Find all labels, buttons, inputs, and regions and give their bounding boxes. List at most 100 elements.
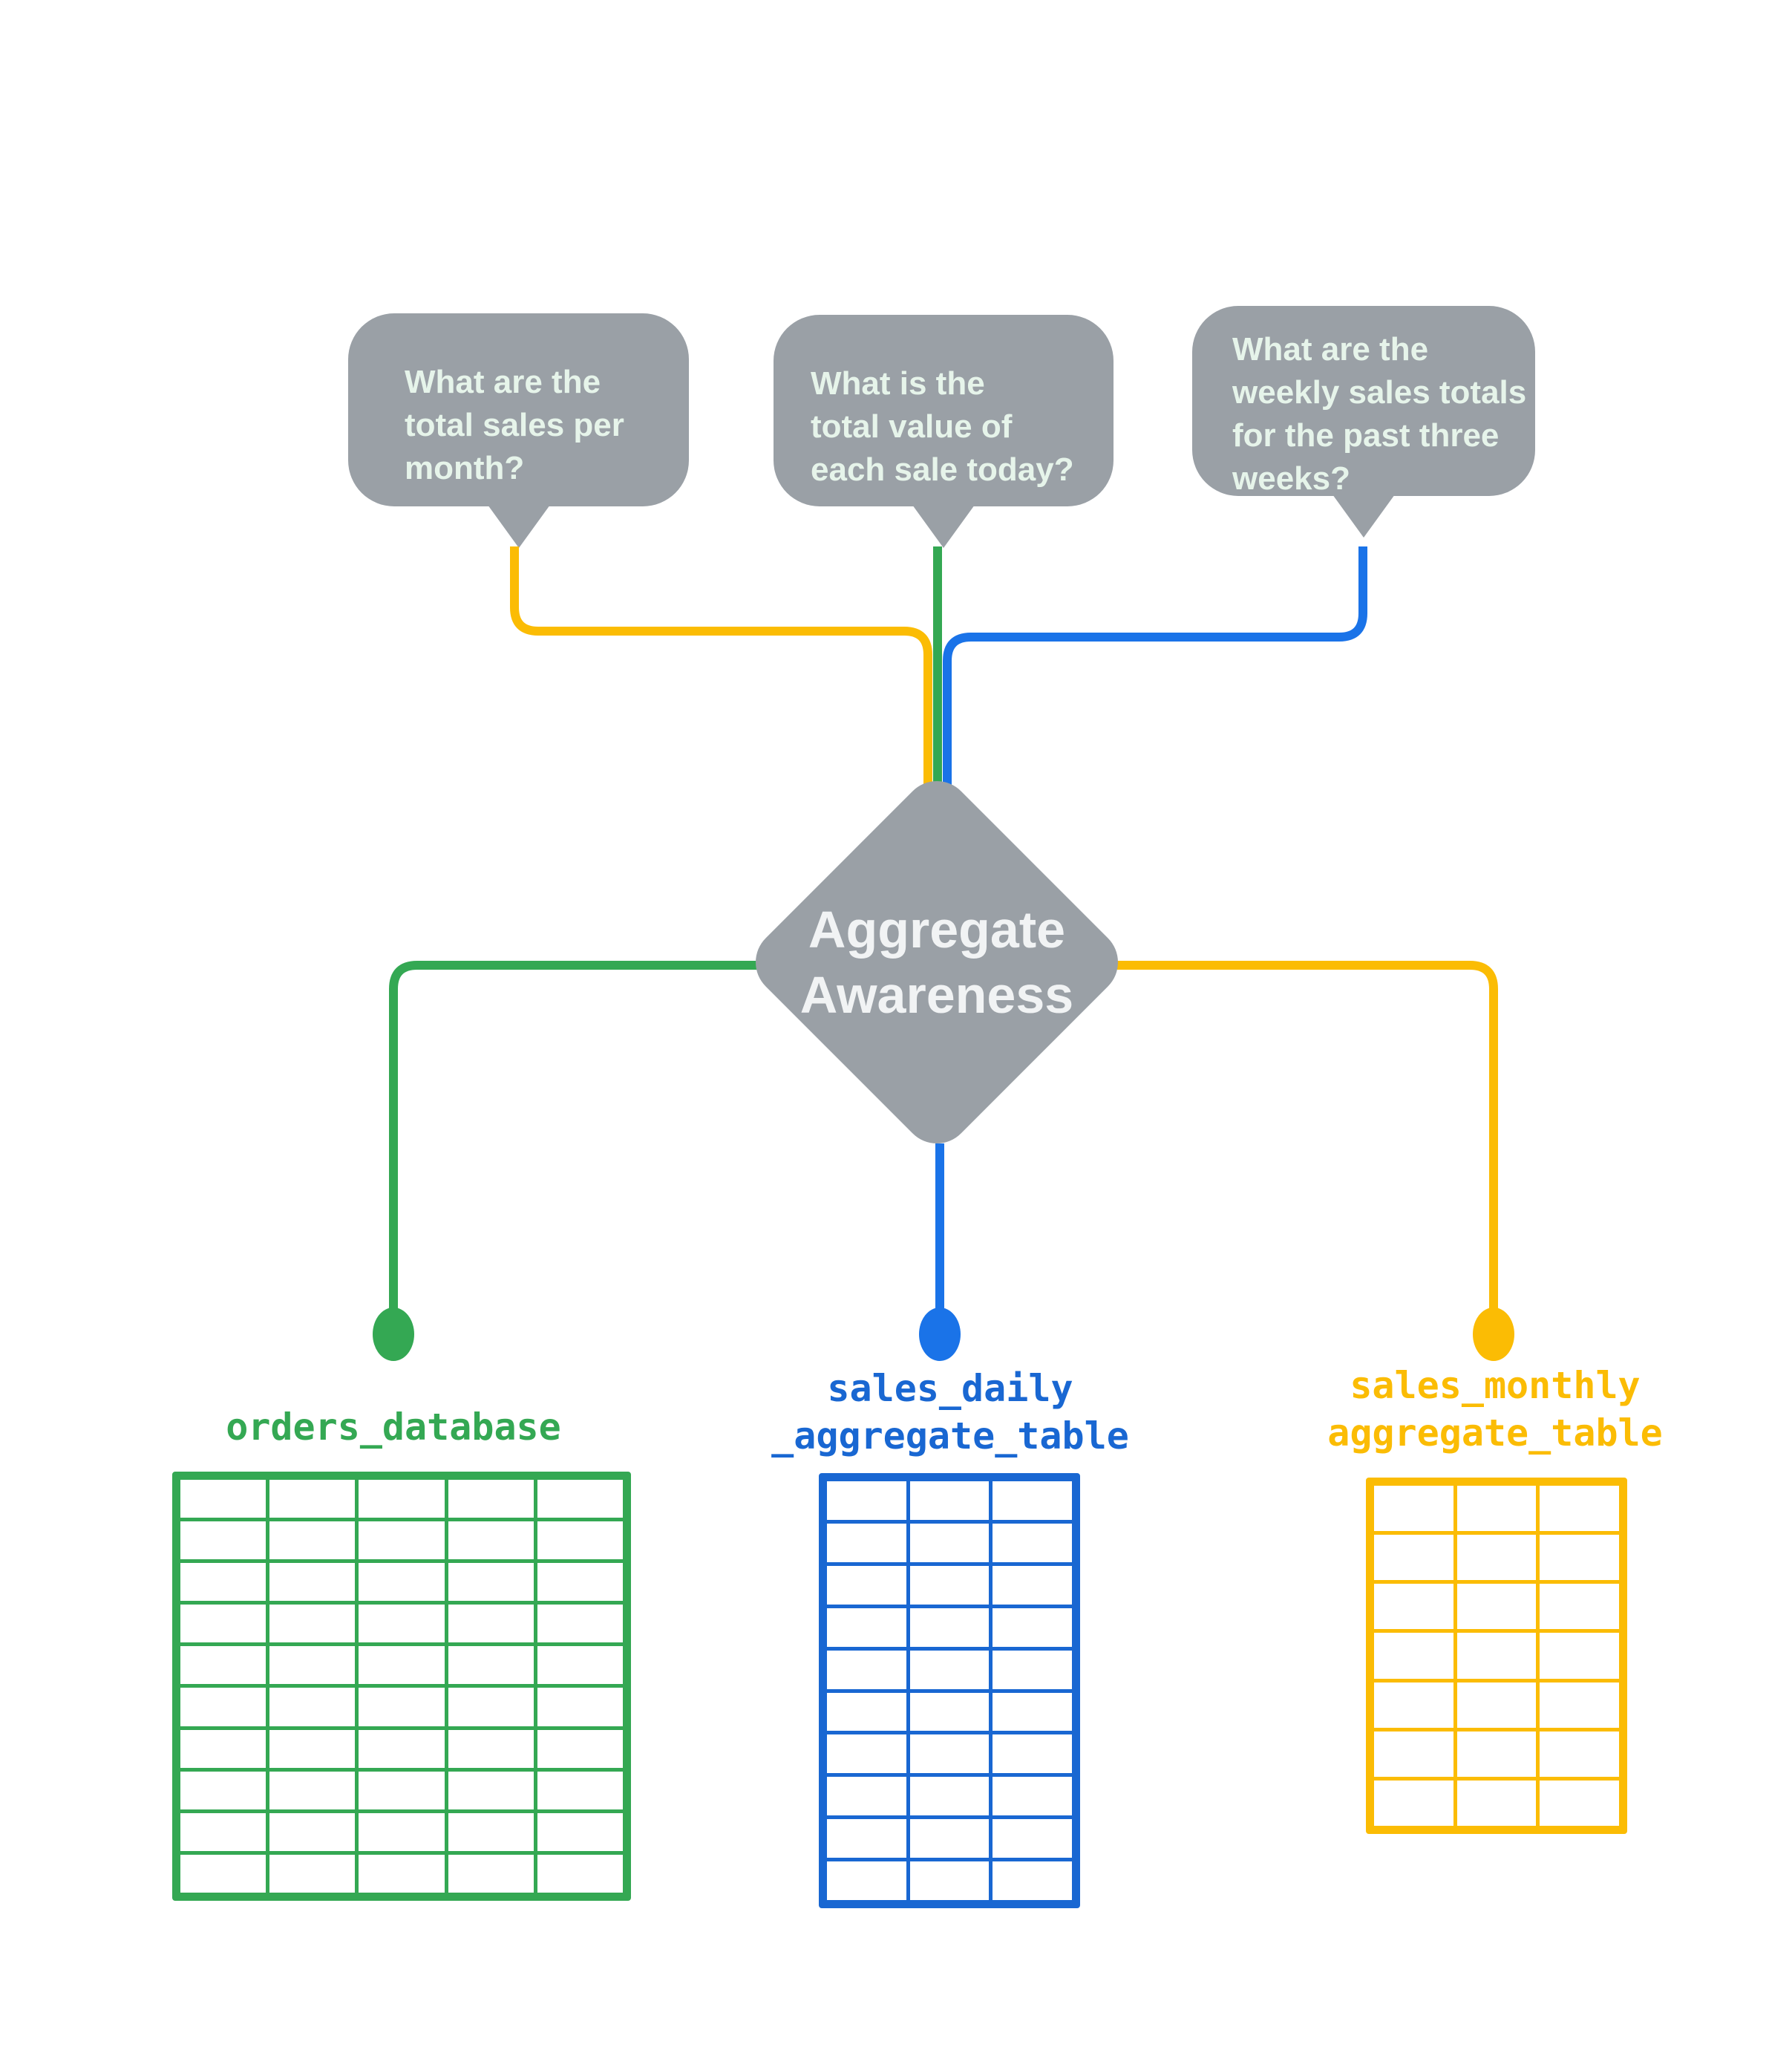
table-cell	[909, 1734, 990, 1774]
table-cell	[1374, 1535, 1453, 1581]
table-cell	[269, 1646, 356, 1685]
speech-bubble-monthly-sales: What are the total sales per month?	[348, 313, 689, 548]
endpoint-dot-yellow	[1473, 1308, 1514, 1361]
connector-green-to-orders-database	[389, 961, 757, 1311]
table-cell	[359, 1646, 445, 1685]
table-cell	[1374, 1780, 1453, 1826]
table-cell	[448, 1521, 534, 1560]
table-cell	[909, 1861, 990, 1900]
table-cell	[537, 1646, 623, 1685]
table-cell	[1374, 1633, 1453, 1679]
table-cell	[180, 1521, 266, 1560]
bubble-tail	[487, 505, 550, 548]
table-cell	[448, 1563, 534, 1602]
table-cell	[993, 1565, 1072, 1605]
table-cell	[1374, 1731, 1453, 1777]
table-label-sales-monthly-aggregate: sales_monthly aggregate_table	[1327, 1364, 1663, 1455]
table-cell	[359, 1521, 445, 1560]
table-cell	[827, 1734, 906, 1774]
table-cell	[180, 1729, 266, 1768]
table-cell	[1540, 1682, 1619, 1728]
connector-yellow-top	[510, 546, 932, 794]
table-cell	[269, 1521, 356, 1560]
table-cell	[269, 1688, 356, 1726]
table-cell	[827, 1565, 906, 1605]
table-cell	[537, 1605, 623, 1643]
table-cell	[827, 1650, 906, 1689]
table-cell	[537, 1812, 623, 1851]
table-cell	[448, 1688, 534, 1726]
table-cell	[993, 1481, 1072, 1520]
endpoint-dot-blue	[919, 1308, 961, 1361]
table-cell	[359, 1854, 445, 1893]
table-cell	[1540, 1731, 1619, 1777]
table-cell	[1374, 1486, 1453, 1532]
table-cell	[1456, 1486, 1537, 1532]
table-cell	[993, 1608, 1072, 1647]
bubble-tail	[912, 505, 975, 548]
table-cell	[993, 1734, 1072, 1774]
table-cell	[827, 1481, 906, 1520]
endpoint-dot-green	[373, 1308, 414, 1361]
connector-blue-top	[943, 546, 1367, 794]
bubble-question-text: What are the weekly sales totals for the…	[1232, 331, 1527, 497]
table-cell	[448, 1812, 534, 1851]
table-cell	[180, 1646, 266, 1685]
table-cell	[180, 1605, 266, 1643]
table-cell	[1456, 1535, 1537, 1581]
table-cell	[1456, 1780, 1537, 1826]
table-cell	[537, 1854, 623, 1893]
table-cell	[909, 1777, 990, 1816]
table-cell	[180, 1688, 266, 1726]
table-cell	[537, 1688, 623, 1726]
table-cell	[1540, 1633, 1619, 1679]
table-grid-sales-monthly-aggregate	[1366, 1478, 1627, 1834]
table-cell	[993, 1819, 1072, 1858]
table-cell	[827, 1861, 906, 1900]
table-cell	[827, 1608, 906, 1647]
table-cell	[827, 1523, 906, 1562]
table-cell	[827, 1819, 906, 1858]
table-cell	[993, 1650, 1072, 1689]
speech-bubble-weekly-sales-totals: What are the weekly sales totals for the…	[1192, 306, 1535, 538]
table-cell	[359, 1480, 445, 1518]
table-cell	[909, 1650, 990, 1689]
table-cell	[537, 1771, 623, 1809]
table-cell	[537, 1480, 623, 1518]
table-cell	[448, 1605, 534, 1643]
table-cell	[359, 1563, 445, 1602]
table-cell	[1456, 1584, 1537, 1630]
bubble-question-text: What are the total sales per month?	[405, 364, 624, 486]
table-cell	[269, 1812, 356, 1851]
table-cell	[909, 1692, 990, 1731]
connector-yellow-to-monthly-table	[1117, 961, 1498, 1311]
table-cell	[180, 1563, 266, 1602]
speech-bubble-daily-sale-value: What is the total value of each sale tod…	[774, 315, 1114, 548]
table-cell	[269, 1563, 356, 1602]
table-cell	[1374, 1682, 1453, 1728]
table-cell	[909, 1481, 990, 1520]
table-cell	[993, 1523, 1072, 1562]
table-cell	[1540, 1486, 1619, 1532]
table-cell	[993, 1777, 1072, 1816]
table-cell	[180, 1480, 266, 1518]
table-cell	[993, 1692, 1072, 1731]
table-cell	[827, 1777, 906, 1816]
table-cell	[1374, 1584, 1453, 1630]
table-cell	[1456, 1682, 1537, 1728]
bubble-question-text: What is the total value of each sale tod…	[811, 365, 1074, 488]
table-cell	[993, 1861, 1072, 1900]
table-cell	[537, 1563, 623, 1602]
table-cell	[537, 1521, 623, 1560]
table-cell	[180, 1854, 266, 1893]
table-cell	[1540, 1584, 1619, 1630]
table-cell	[448, 1646, 534, 1685]
table-cell	[448, 1854, 534, 1893]
table-cell	[269, 1605, 356, 1643]
table-cell	[269, 1854, 356, 1893]
table-cell	[1456, 1633, 1537, 1679]
table-cell	[359, 1729, 445, 1768]
table-cell	[269, 1729, 356, 1768]
table-cell	[448, 1480, 534, 1518]
